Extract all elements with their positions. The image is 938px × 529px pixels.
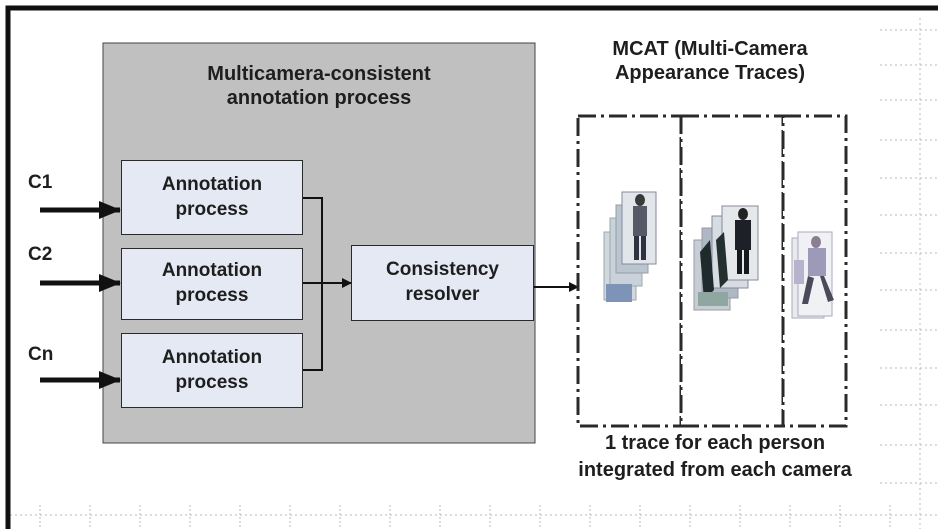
trace-image-1 [603,191,657,302]
mcat-title: MCAT (Multi-Camera Appearance Traces) [612,38,808,84]
process-title: Multicamera-consistent annotation proces… [207,63,431,109]
annotation-box-3: Annotation process [121,333,303,408]
annotation-box-2: Annotation process [121,248,303,320]
trace-image-3 [791,231,834,319]
outer-frame [5,5,938,529]
input-label-c1: C1 [28,172,53,193]
background-grid [10,18,938,529]
trace-image-2 [693,205,759,311]
annotation-box-1: Annotation process [121,160,303,235]
bottom-tick-marks [39,505,891,529]
input-label-c2: C2 [28,244,53,265]
input-label-cn: Cn [28,344,54,365]
mcat-caption: 1 trace for each person integrated from … [578,432,852,481]
consistency-resolver-box: Consistency resolver [351,245,534,321]
